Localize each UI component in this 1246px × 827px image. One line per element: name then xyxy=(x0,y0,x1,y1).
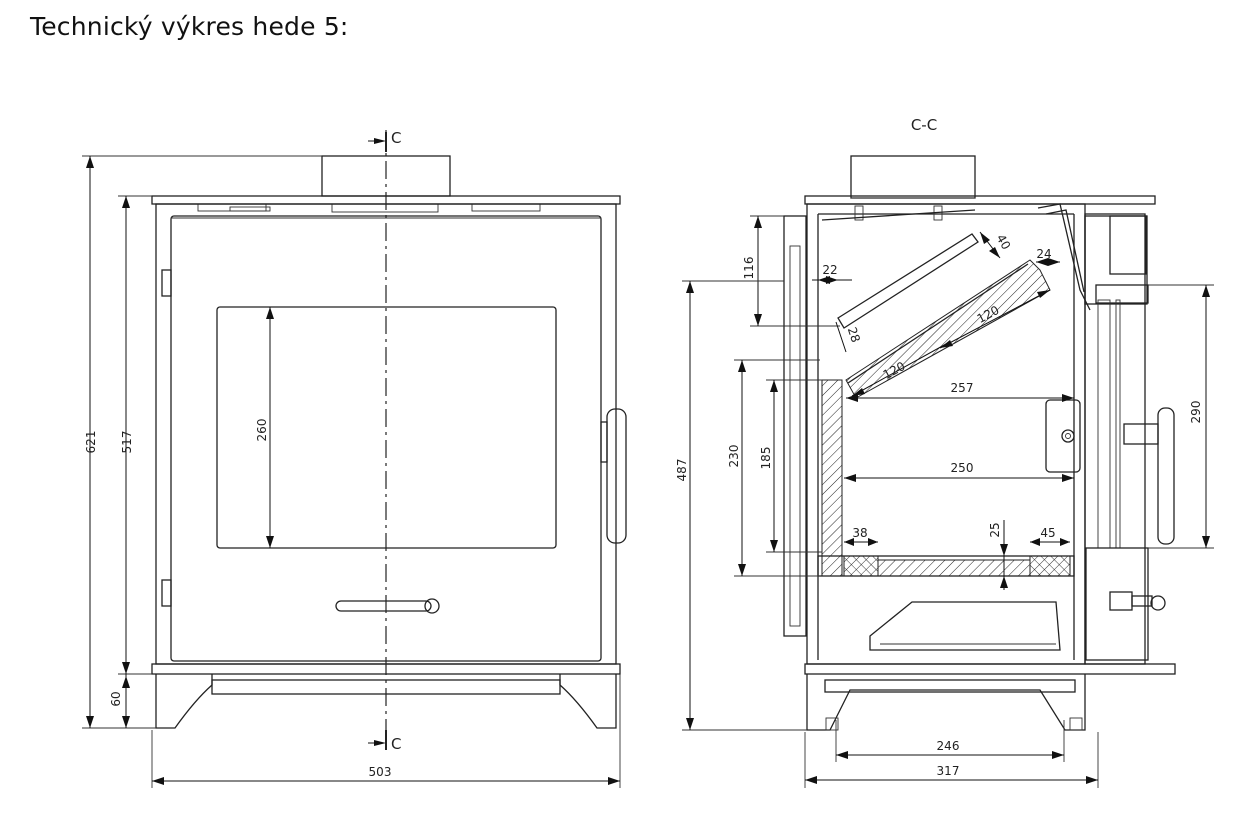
dim-overall-height: 621 xyxy=(84,431,98,454)
hinge-bottom xyxy=(161,579,172,607)
dim-487: 487 xyxy=(675,459,689,482)
front-view: C C 621 517 60 260 503 xyxy=(82,129,627,788)
dim-40: 40 xyxy=(994,232,1014,252)
leg-right xyxy=(559,674,617,729)
door-frame xyxy=(170,215,602,662)
section-flue-collar xyxy=(850,155,976,199)
dim-185: 185 xyxy=(759,447,773,470)
dim-257: 257 xyxy=(951,381,974,395)
section-bottom-plate xyxy=(804,663,1176,675)
section-handle xyxy=(1157,407,1175,545)
upper-baffle xyxy=(837,233,979,329)
dim-317: 317 xyxy=(937,764,960,778)
rear-panel xyxy=(783,215,807,637)
dim-290: 290 xyxy=(1189,401,1203,424)
air-control-box xyxy=(1045,399,1081,473)
dim-body-height: 517 xyxy=(120,431,134,454)
dim-25: 25 xyxy=(988,522,1002,537)
ash-pan xyxy=(869,601,1061,651)
side-brick-liner xyxy=(821,379,843,577)
section-top-plate xyxy=(804,195,1156,205)
grate-left xyxy=(843,555,879,577)
dim-45: 45 xyxy=(1040,526,1055,540)
page-title: Technický výkres hede 5: xyxy=(30,12,349,41)
section-body-shell xyxy=(806,203,1086,665)
grate-right xyxy=(1029,555,1071,577)
section-marker-top: C xyxy=(391,129,401,147)
dim-246: 246 xyxy=(937,739,960,753)
dim-overall-width: 503 xyxy=(369,765,392,779)
section-view: C-C xyxy=(675,116,1214,788)
dim-38: 38 xyxy=(852,526,867,540)
dim-leg-height: 60 xyxy=(109,691,123,706)
baffle-board xyxy=(845,259,1051,399)
section-marker-bottom: C xyxy=(391,735,401,753)
air-control-slider xyxy=(335,600,432,612)
dim-230: 230 xyxy=(727,445,741,468)
dim-116: 116 xyxy=(742,257,756,280)
door-handle xyxy=(606,408,627,544)
leg-left xyxy=(155,674,213,729)
section-label: C-C xyxy=(911,116,937,134)
dim-250: 250 xyxy=(951,461,974,475)
dim-22: 22 xyxy=(822,263,837,277)
dim-24: 24 xyxy=(1036,247,1051,261)
dim-28: 28 xyxy=(845,325,863,344)
dim-glass-height: 260 xyxy=(255,419,269,442)
hinge-top xyxy=(161,269,172,297)
